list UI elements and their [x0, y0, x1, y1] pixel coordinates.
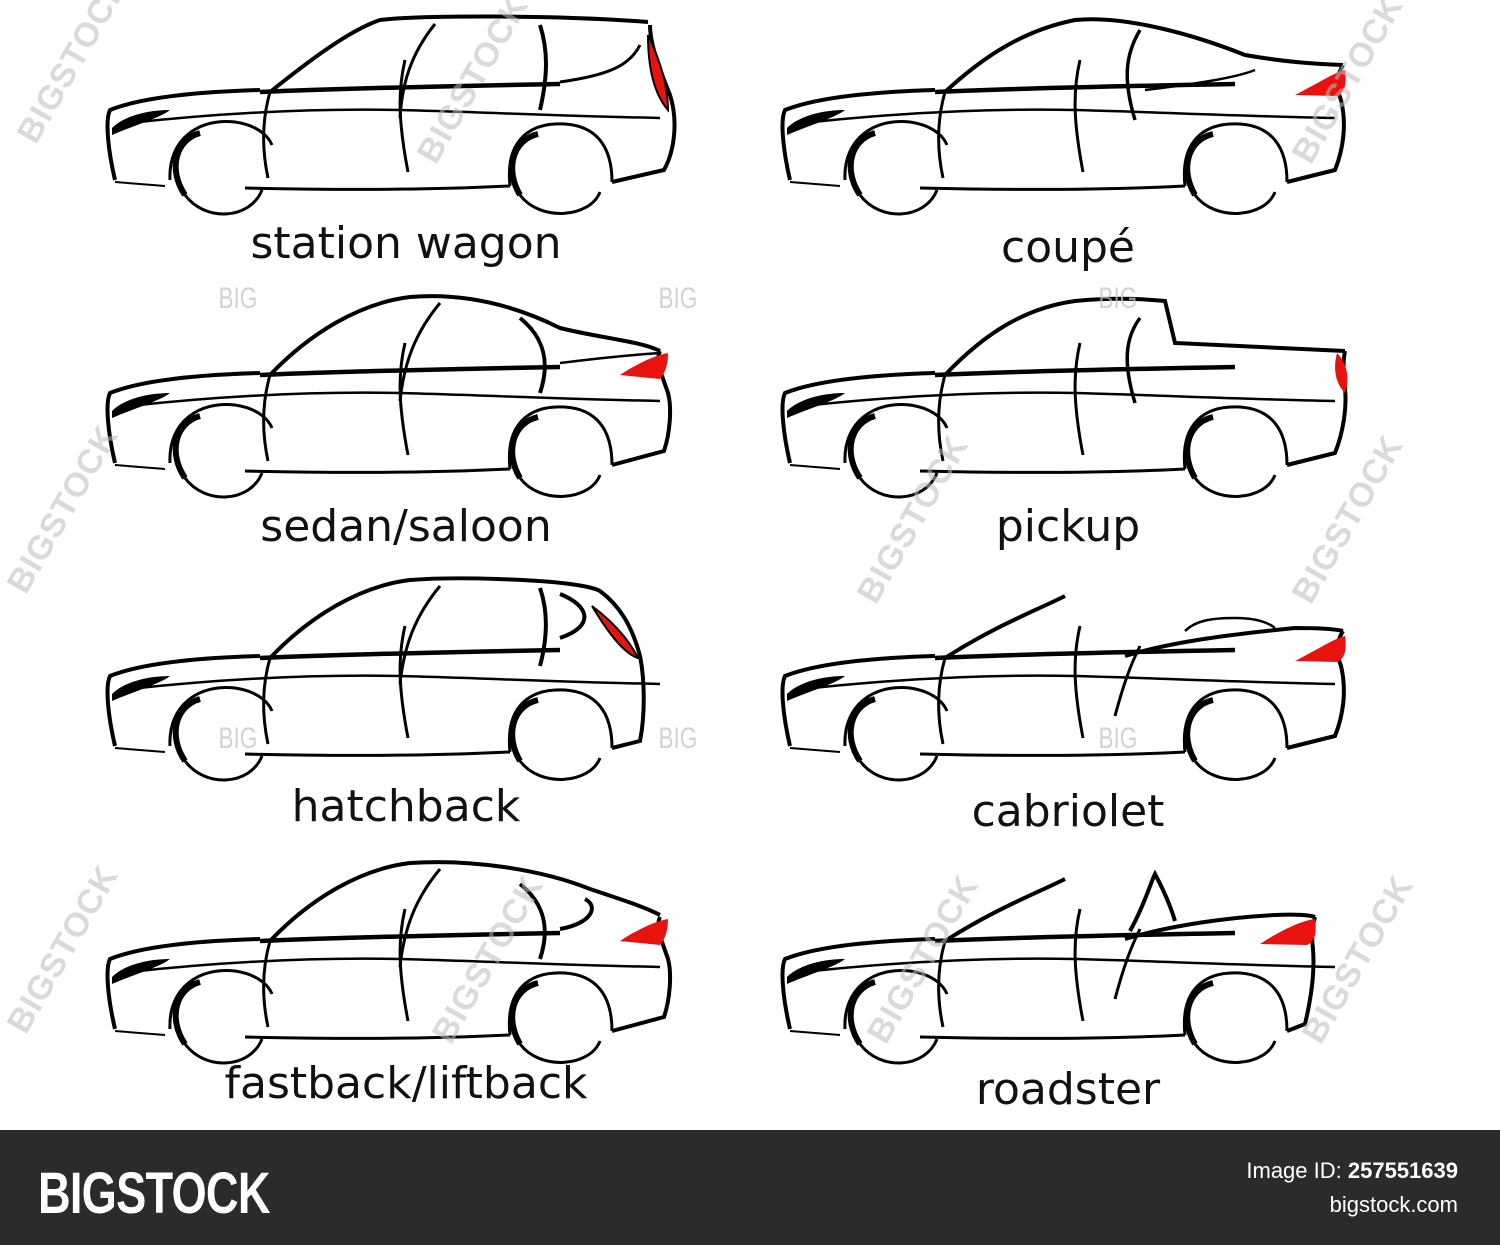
watermark-big: BIG [658, 722, 698, 755]
label-fastback-liftback: fastback/liftback [224, 1058, 588, 1109]
label-coupe: coupé [1001, 222, 1135, 273]
footer-bar: BIGSTOCK Image ID: 257551639 bigstock.co… [0, 1130, 1500, 1245]
watermark-big: BIG [218, 282, 258, 315]
watermark-big: BIG [658, 282, 698, 315]
label-station-wagon: station wagon [250, 218, 562, 269]
car-pickup [783, 296, 1348, 497]
label-sedan-saloon: sedan/saloon [260, 501, 552, 552]
label-cabriolet: cabriolet [971, 786, 1165, 837]
label-roadster: roadster [975, 1064, 1161, 1115]
watermark-big: BIG [218, 722, 258, 755]
label-pickup: pickup [995, 501, 1141, 552]
image-id: Image ID: 257551639 [1246, 1158, 1458, 1184]
watermark-big: BIG [1098, 282, 1138, 315]
image-id-value: 257551639 [1347, 1158, 1458, 1183]
car-station-wagon [108, 14, 677, 213]
car-hatchback [108, 576, 660, 780]
car-fastback-liftback [108, 860, 673, 1063]
car-sedan-saloon [108, 294, 673, 497]
image-id-label: Image ID: [1246, 1158, 1342, 1183]
car-cabriolet [783, 594, 1346, 780]
site-url: bigstock.com [1329, 1192, 1458, 1217]
car-coupe [783, 17, 1346, 214]
watermark-big: BIG [1098, 722, 1138, 755]
car-body-types-illustration [0, 14, 1348, 1130]
label-hatchback: hatchback [291, 781, 521, 832]
car-roadster [783, 869, 1335, 1063]
brand-logo: BIGSTOCK [38, 1161, 271, 1226]
